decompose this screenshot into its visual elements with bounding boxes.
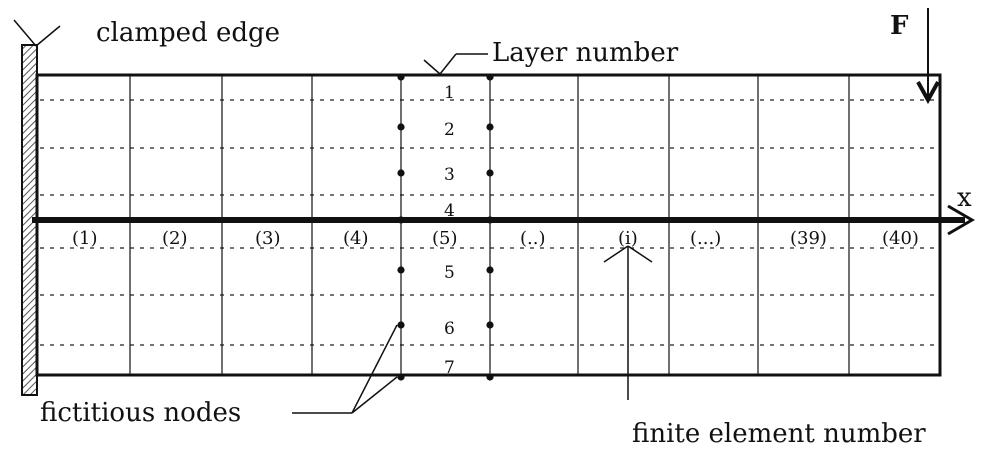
element-number-label: (i) [618, 228, 638, 249]
x-axis-label: x [957, 183, 972, 213]
layer-number-7: 7 [444, 358, 455, 378]
clamped-edge-leader-h [35, 25, 61, 47]
element-number-label: (..) [520, 228, 546, 249]
layer-number-3: 3 [444, 165, 455, 185]
fictitious-node-dot [486, 169, 494, 177]
fictitious-node-dot [397, 216, 405, 224]
element-number-label: (39) [790, 228, 827, 249]
layer-number-2: 2 [444, 120, 455, 140]
layer-number-6: 6 [444, 319, 455, 339]
finite-element-label: finite element number [632, 419, 926, 448]
fictitious-node-dot [397, 373, 405, 381]
beam-outline [35, 73, 942, 377]
fictitious-nodes-pointer-a [351, 324, 398, 414]
fictitious-node-dot [397, 266, 405, 274]
fictitious-node-dot [397, 169, 405, 177]
finite-element-pointer-a [603, 245, 629, 263]
layer-number-4: 4 [444, 201, 455, 221]
element-number-label: (...) [690, 228, 721, 249]
element-number-label: (2) [162, 228, 188, 249]
element-number-label: (40) [882, 228, 919, 249]
element-numbers: (1) (2) (3) (4) (5) (..) (i) (...) (39) (40) [72, 228, 919, 249]
fictitious-nodes-pointer-b [351, 376, 398, 414]
fictitious-node-dot [486, 73, 494, 81]
fictitious-node-dot [486, 321, 494, 329]
fictitious-node-dot [397, 123, 405, 131]
element-number-label: (4) [343, 228, 369, 249]
element-number-label: (5) [432, 228, 458, 249]
clamped-edge-label: clamped edge [96, 18, 280, 48]
fictitious-node-dot [486, 123, 494, 131]
fictitious-node-dot [486, 266, 494, 274]
layer-number-leader-b [439, 53, 457, 75]
x-axis-arrow [947, 204, 975, 236]
layer-number-1: 1 [444, 83, 455, 103]
fictitious-node-dot [486, 373, 494, 381]
fictitious-node-dot [486, 216, 494, 224]
fictitious-nodes-label: fictitious nodes [40, 398, 241, 428]
force-label: F [890, 11, 909, 41]
finite-element-pointer-b [627, 245, 653, 263]
fictitious-node-dot [397, 321, 405, 329]
clamped-edge-leader [13, 19, 37, 47]
element-dividers [129, 75, 850, 375]
fictitious-node-dot [397, 73, 405, 81]
fictitious-nodes [397, 73, 494, 381]
layer-number-leader-a [423, 59, 441, 75]
element-number-label: (3) [255, 228, 281, 249]
layer-number-label: Layer number [492, 38, 679, 68]
force-arrow-head [916, 81, 940, 105]
element-number-label: (1) [72, 228, 98, 249]
layer-number-5: 5 [444, 263, 455, 283]
layer-numbers: 1 2 3 4 5 6 7 [444, 83, 455, 378]
